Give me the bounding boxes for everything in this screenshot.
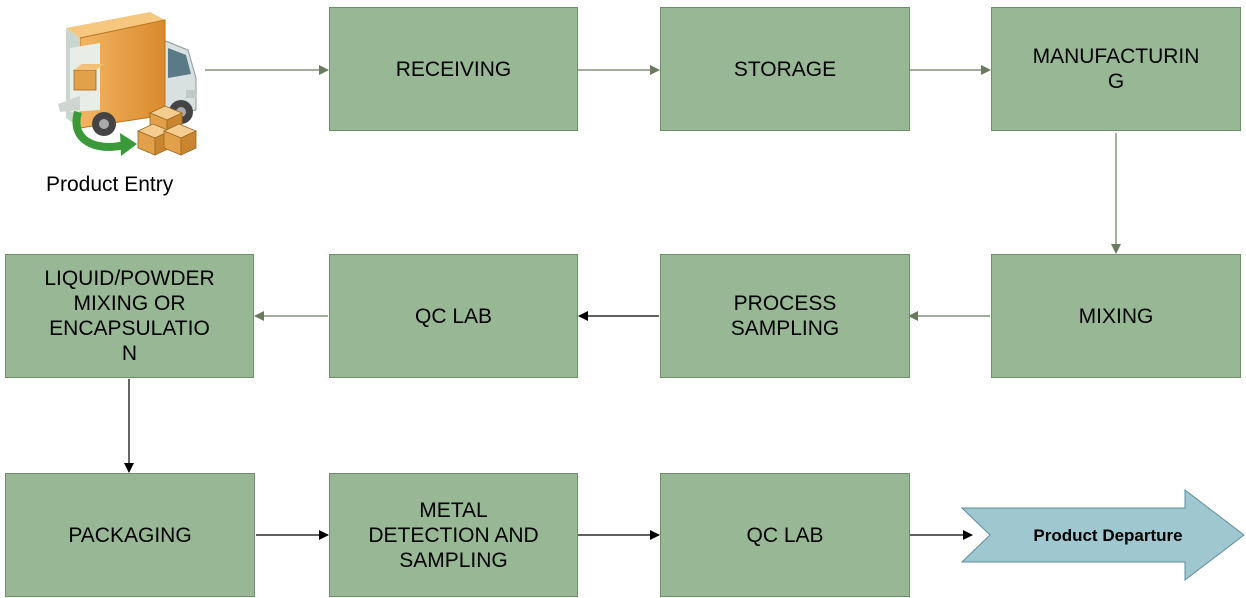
product-departure-label: Product Departure [1033,526,1182,545]
manufacturing-box: MANUFACTURIN G [991,7,1241,131]
delivery-truck-icon [58,12,197,156]
metal-detection-box: METAL DETECTION AND SAMPLING [329,473,578,597]
packaging-box: PACKAGING [5,473,255,597]
process-sampling-box: PROCESS SAMPLING [660,254,910,378]
storage-box: STORAGE [660,7,910,131]
qc-lab-box-2: QC LAB [660,473,910,597]
liquid-powder-mixing-box: LIQUID/POWDER MIXING OR ENCAPSULATIO N [5,254,254,378]
product-entry-label: Product Entry [46,173,174,196]
mixing-box: MIXING [991,254,1241,378]
product-departure-arrow: Product Departure [960,488,1245,582]
qc-lab-box-1: QC LAB [329,254,578,378]
receiving-box: RECEIVING [329,7,578,131]
